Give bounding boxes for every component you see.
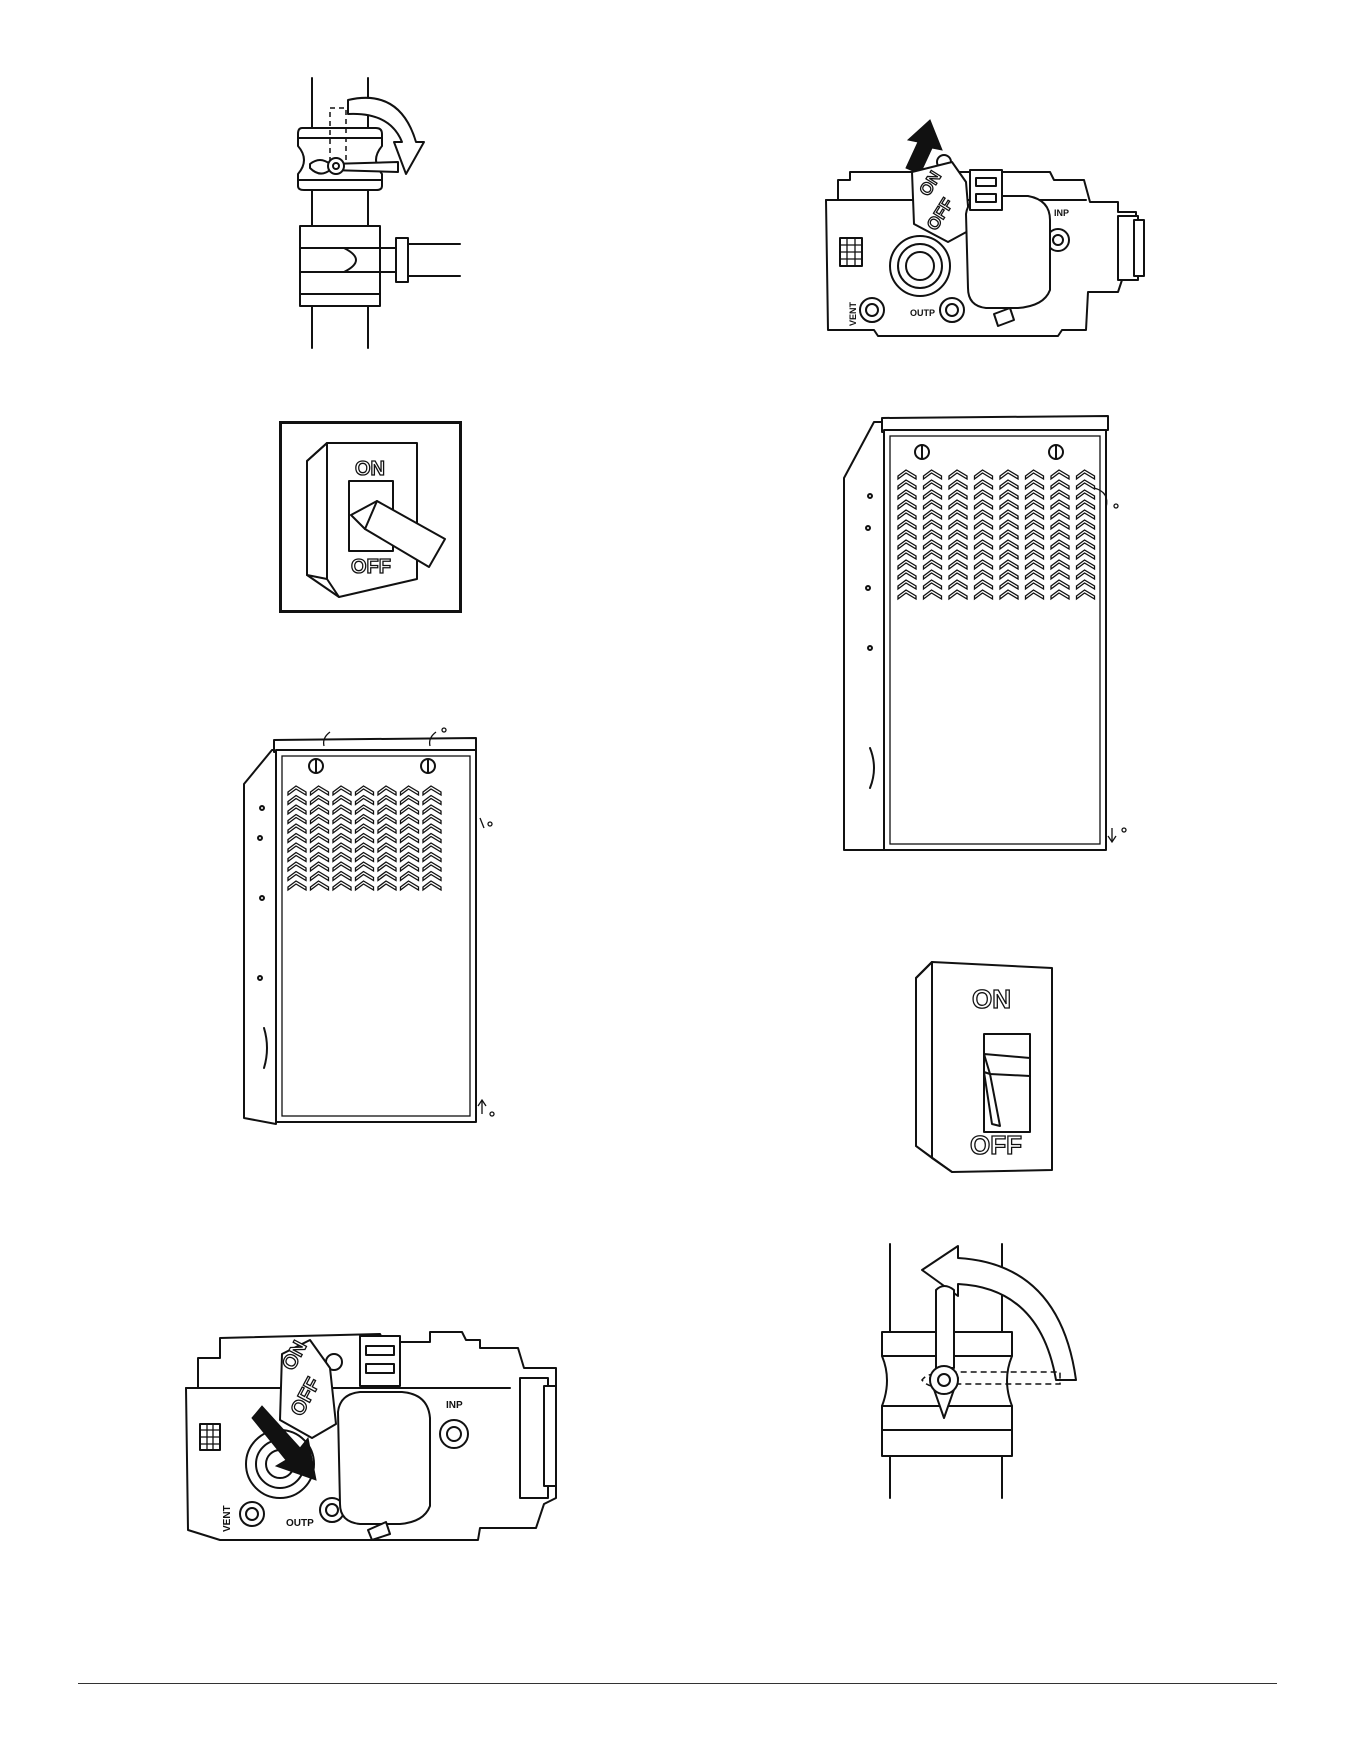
switch-on-label-right: ON [972,984,1011,1014]
electrical-switch-off-figure: ON OFF [279,421,462,613]
furnace-door-figure-right [834,408,1134,860]
switch-off-label: OFF [351,556,391,578]
gas-control-valve-on-figure: ON OFF INP OUTP VENT [180,1318,560,1548]
gas-control-valve-off-figure: ON OFF INP OUTP VENT [818,120,1148,340]
electrical-switch-on-figure: ON OFF [912,958,1062,1178]
gas-valve-inlet-label-left: INP [446,1400,463,1411]
manual-gas-valve-opening-figure [860,1244,1092,1498]
gas-valve-outlet-label-left: OUTP [286,1518,314,1529]
gas-valve-vent-label-left: VENT [222,1505,233,1532]
gas-valve-outlet-label: OUTP [910,308,935,318]
gas-valve-vent-label: VENT [848,301,858,326]
switch-off-label-right: OFF [970,1130,1022,1160]
gas-valve-inlet-label: INP [1054,208,1069,218]
manual-gas-valve-closing-figure [290,78,460,348]
furnace-door-figure-left [240,728,495,1128]
footer-divider [78,1683,1277,1684]
switch-on-label: ON [355,458,385,480]
